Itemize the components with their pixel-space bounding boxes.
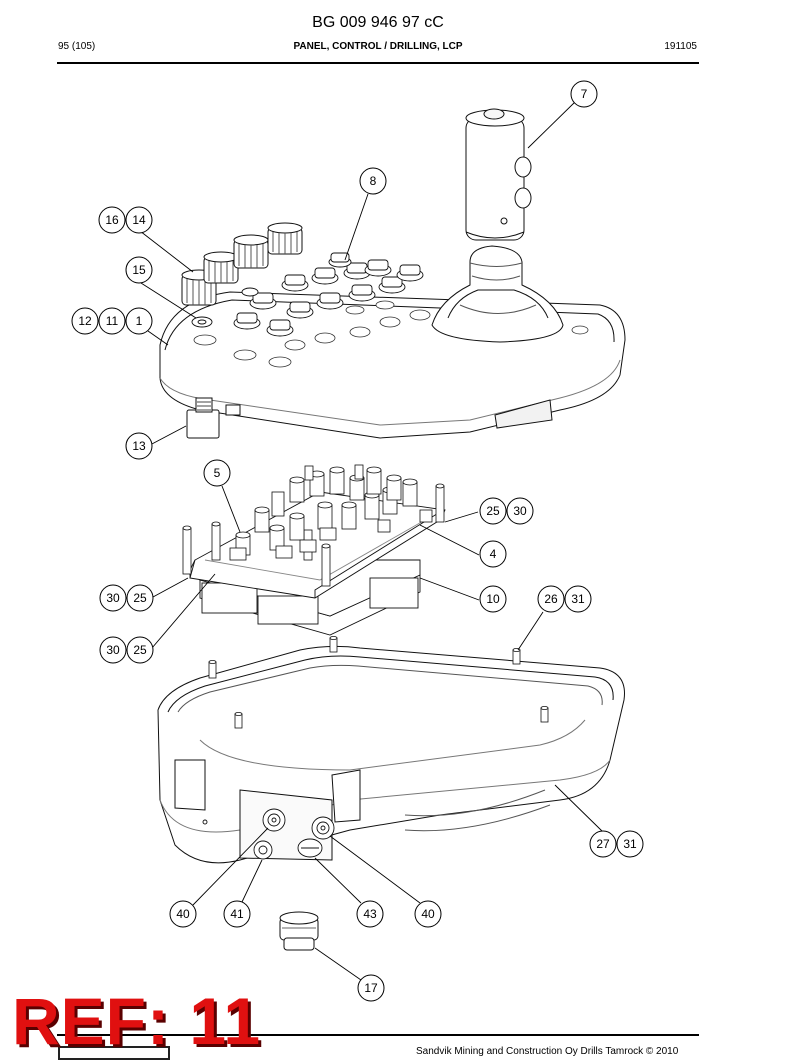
enclosure-posts xyxy=(208,636,549,729)
svg-text:15: 15 xyxy=(132,263,146,277)
callout-40-a: 40 xyxy=(169,900,197,928)
svg-text:16: 16 xyxy=(105,213,119,227)
svg-text:30: 30 xyxy=(513,504,527,518)
callout-26: 26 xyxy=(537,585,565,613)
svg-text:7: 7 xyxy=(581,87,588,101)
svg-text:25: 25 xyxy=(133,643,147,657)
svg-text:4: 4 xyxy=(490,547,497,561)
joystick xyxy=(431,108,564,343)
callout-43: 43 xyxy=(356,900,384,928)
callout-12: 12 xyxy=(71,307,99,335)
connector-cap xyxy=(279,911,319,951)
board-switches xyxy=(182,464,445,587)
callout-30-a: 30 xyxy=(506,497,534,525)
callout-25-b: 25 xyxy=(126,584,154,612)
svg-text:30: 30 xyxy=(106,643,120,657)
svg-text:1: 1 xyxy=(136,314,143,328)
callout-41: 41 xyxy=(223,900,251,928)
callout-30-b: 30 xyxy=(99,584,127,612)
svg-text:17: 17 xyxy=(364,981,378,995)
reference-stamp: REF: 11 xyxy=(12,984,262,1058)
copyright-footer: Sandvik Mining and Construction Oy Drill… xyxy=(416,1046,679,1057)
svg-text:26: 26 xyxy=(544,592,558,606)
svg-text:40: 40 xyxy=(421,907,435,921)
svg-text:30: 30 xyxy=(106,591,120,605)
header-rule xyxy=(57,62,699,64)
svg-text:25: 25 xyxy=(486,504,500,518)
lid-holes xyxy=(193,300,589,368)
document-number: BG 009 946 97 cC xyxy=(312,14,444,31)
callout-17: 17 xyxy=(357,974,385,1002)
enclosure-housing xyxy=(157,645,625,864)
callout-27: 27 xyxy=(589,830,617,858)
svg-text:40: 40 xyxy=(176,907,190,921)
svg-text:31: 31 xyxy=(623,837,637,851)
enclosure-connectors xyxy=(202,808,335,860)
svg-text:31: 31 xyxy=(571,592,585,606)
page-title: PANEL, CONTROL / DRILLING, LCP xyxy=(293,41,463,52)
callout-10: 10 xyxy=(479,585,507,613)
callout-14: 14 xyxy=(125,206,153,234)
page-number: 95 (105) xyxy=(58,41,96,52)
svg-text:11: 11 xyxy=(106,314,119,328)
callout-8: 8 xyxy=(359,167,387,195)
svg-text:8: 8 xyxy=(370,174,377,188)
callout-13: 13 xyxy=(125,432,153,460)
callout-5: 5 xyxy=(203,459,231,487)
rotary-knobs xyxy=(181,222,303,306)
date-code: 191105 xyxy=(664,41,697,52)
footer-rule xyxy=(57,1034,699,1036)
callout-25-c: 25 xyxy=(126,636,154,664)
callout-1: 1 xyxy=(125,307,153,335)
svg-text:41: 41 xyxy=(230,907,244,921)
circuit-board-assembly xyxy=(189,491,446,636)
callout-31-b: 31 xyxy=(616,830,644,858)
svg-text:43: 43 xyxy=(363,907,377,921)
svg-text:10: 10 xyxy=(486,592,500,606)
svg-text:25: 25 xyxy=(133,591,147,605)
callout-15: 15 xyxy=(125,256,153,284)
callout-30-c: 30 xyxy=(99,636,127,664)
callout-25-a: 25 xyxy=(479,497,507,525)
callout-11: 11 xyxy=(98,307,126,335)
leader-lines xyxy=(139,100,604,981)
callout-40-b: 40 xyxy=(414,900,442,928)
callout-31-a: 31 xyxy=(564,585,592,613)
svg-text:12: 12 xyxy=(78,314,92,328)
svg-text:13: 13 xyxy=(132,439,146,453)
svg-text:14: 14 xyxy=(132,213,146,227)
lid-cable-gland xyxy=(186,397,241,439)
svg-text:27: 27 xyxy=(596,837,610,851)
svg-text:5: 5 xyxy=(214,466,221,480)
callout-4: 4 xyxy=(479,540,507,568)
lid-pushbuttons xyxy=(191,252,424,337)
callout-7: 7 xyxy=(570,80,598,108)
callout-16: 16 xyxy=(98,206,126,234)
